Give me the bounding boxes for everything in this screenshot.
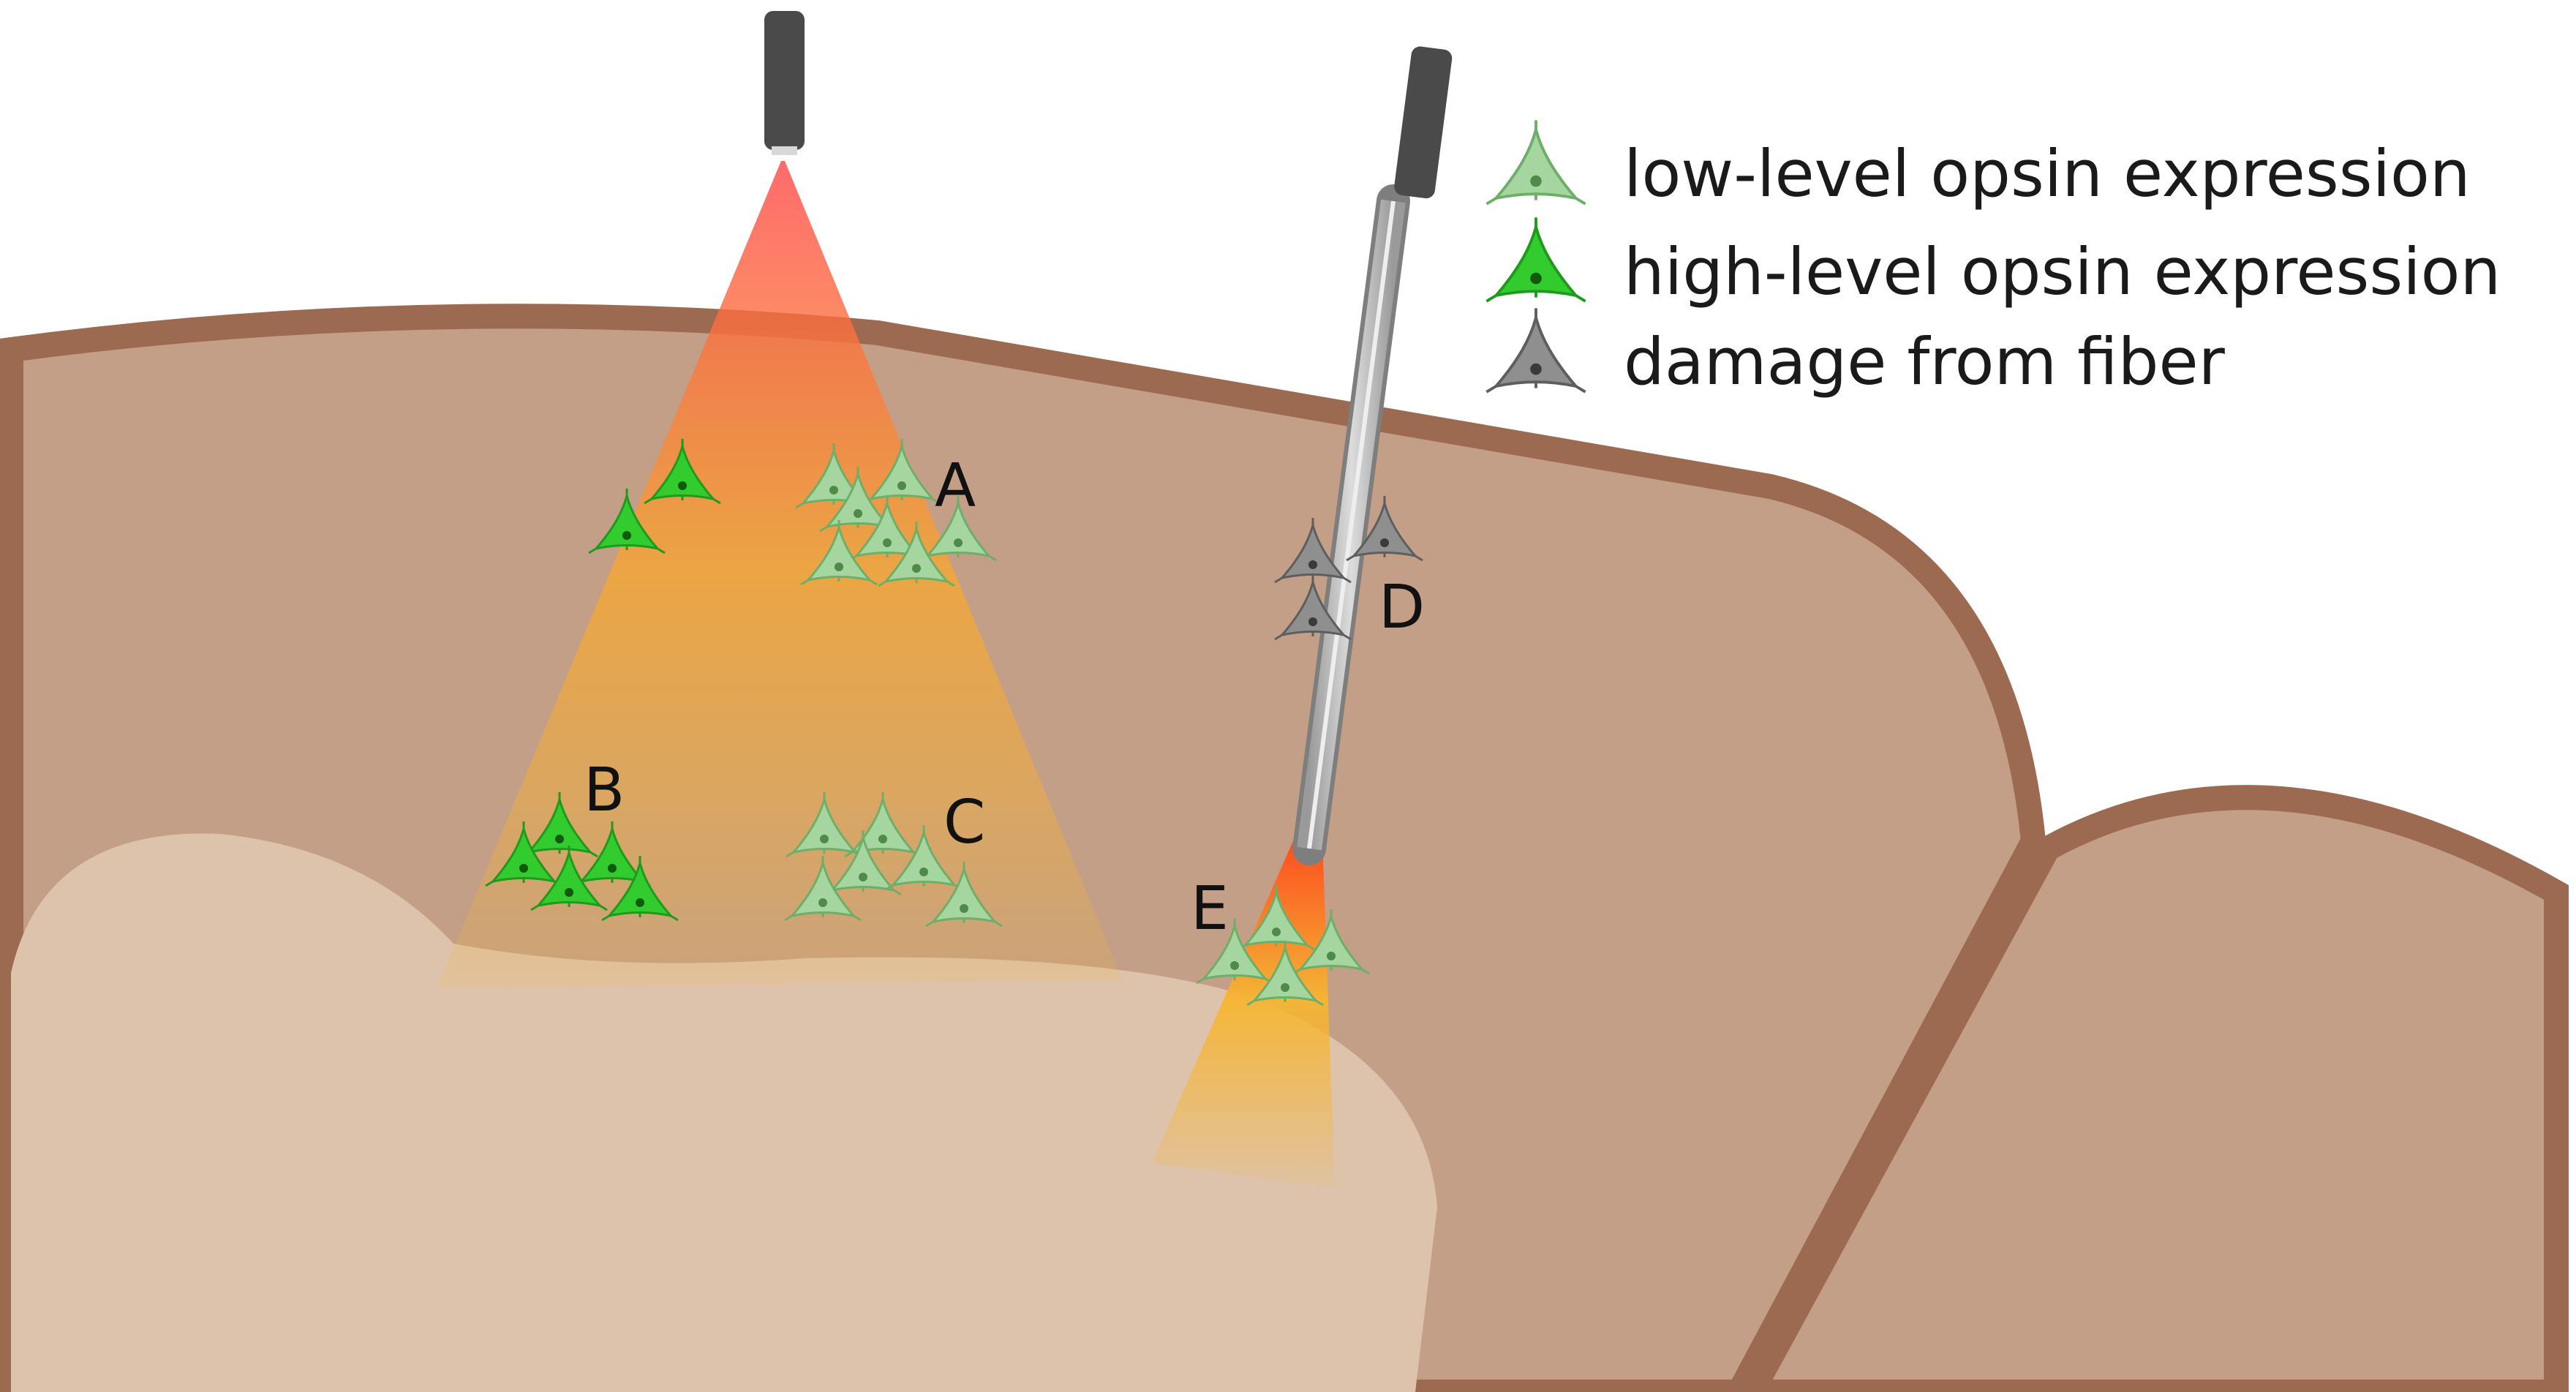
optical-fiber-icon — [1292, 46, 1453, 865]
neuron-group-c — [784, 792, 1003, 928]
pyramidal-neuron-icon — [784, 856, 862, 922]
label-c: C — [944, 788, 985, 857]
pyramidal-neuron-icon — [885, 825, 963, 891]
neuron-group-e — [1196, 885, 1370, 1007]
surface-led-icon — [764, 11, 805, 155]
neuron-group-high-near-a — [588, 439, 721, 554]
pyramidal-neuron-icon — [588, 489, 666, 554]
pyramidal-neuron-icon — [1196, 919, 1273, 985]
pyramidal-neuron-icon — [1292, 909, 1370, 975]
pyramidal-neuron-icon — [1246, 941, 1324, 1007]
pyramidal-neuron-icon — [644, 439, 721, 505]
pyramidal-neuron-icon — [800, 520, 878, 586]
legend-label-damage: damage from fiber — [1624, 324, 2226, 399]
legend-label-low: low-level opsin expression — [1624, 136, 2471, 211]
pyramidal-neuron-icon — [795, 443, 873, 509]
pyramidal-neuron-icon — [485, 821, 562, 887]
neuron-group-b — [485, 792, 679, 922]
pyramidal-neuron-icon — [819, 467, 897, 533]
label-a: A — [935, 451, 976, 521]
label-d: D — [1379, 573, 1425, 642]
light-cone — [437, 161, 1123, 987]
pyramidal-neuron-icon — [601, 856, 679, 922]
legend: low-level opsin expression high-level op… — [1485, 120, 2501, 399]
pyramidal-neuron-icon — [1485, 308, 1586, 394]
pyramidal-neuron-icon — [786, 792, 863, 858]
pyramidal-neuron-icon — [1274, 518, 1352, 584]
pyramidal-neuron-icon — [1274, 575, 1352, 641]
pyramidal-neuron-icon — [878, 522, 955, 587]
pyramidal-neuron-icon — [530, 846, 608, 911]
pyramidal-neuron-icon — [925, 862, 1003, 928]
pyramidal-neuron-icon — [848, 496, 926, 562]
label-b: B — [584, 756, 625, 825]
pyramidal-neuron-icon — [1485, 120, 1586, 206]
neuron-group-d — [1274, 496, 1423, 641]
pyramidal-neuron-icon — [844, 792, 922, 858]
label-e: E — [1191, 874, 1229, 944]
neuron-group-a — [795, 439, 997, 587]
pyramidal-neuron-icon — [1485, 217, 1586, 303]
pyramidal-neuron-icon — [1346, 496, 1423, 562]
brain-lobe-right — [1737, 785, 2569, 1392]
legend-label-high: high-level opsin expression — [1624, 234, 2501, 309]
